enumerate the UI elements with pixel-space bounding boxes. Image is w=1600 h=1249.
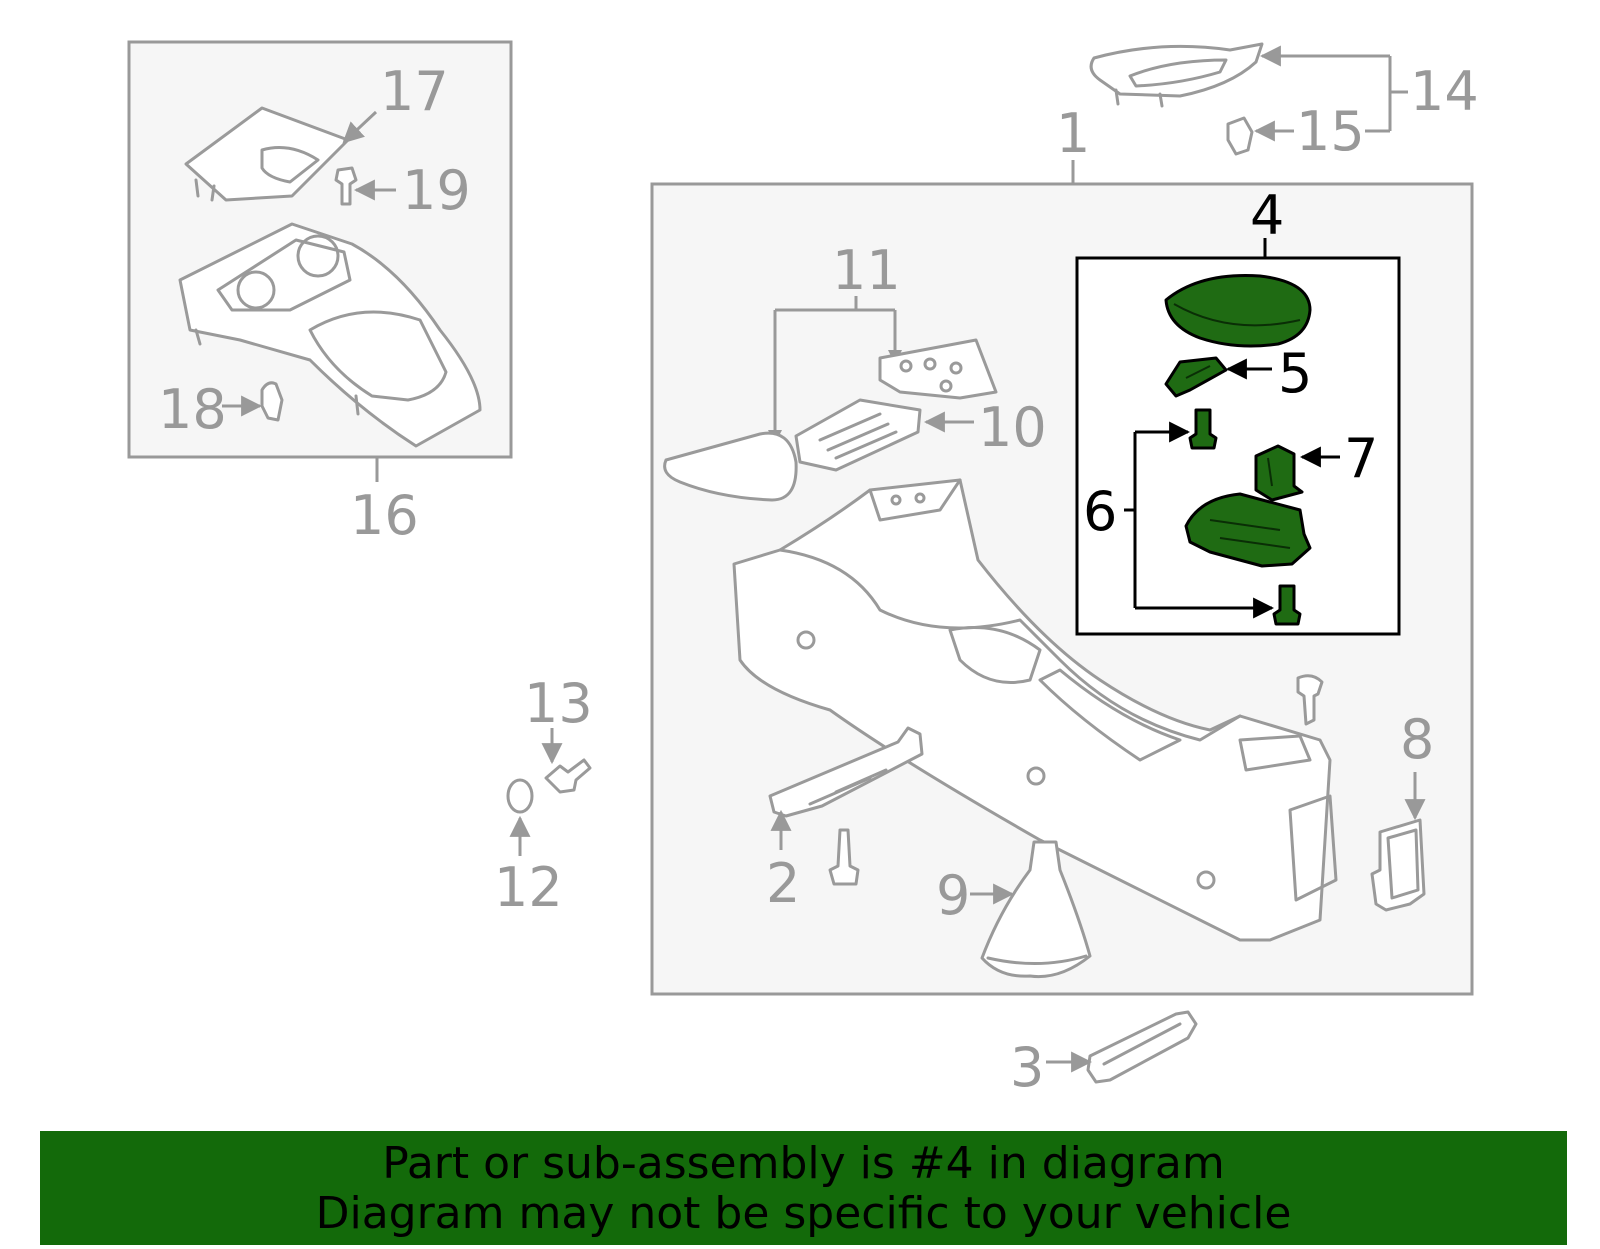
callout-15: 15	[1296, 100, 1365, 163]
notice-line-1: Part or sub-assembly is #4 in diagram	[382, 1138, 1225, 1189]
part-11-trim-upper	[878, 338, 998, 400]
part-10-trim	[794, 398, 922, 472]
part-1-console-body	[732, 478, 1338, 942]
callout-12: 12	[494, 856, 563, 919]
callout-17: 17	[380, 60, 449, 123]
callout-10: 10	[978, 396, 1047, 459]
part-6-screw-lower	[1272, 584, 1302, 626]
callout-5: 5	[1278, 342, 1312, 405]
leader-11	[773, 296, 897, 436]
callout-9: 9	[936, 864, 970, 927]
part-11-trim-lower	[663, 431, 798, 502]
part-8-panel	[1370, 818, 1426, 912]
callout-8: 8	[1400, 708, 1434, 771]
part-13-bulb	[544, 758, 592, 794]
part-7-hinge	[1254, 444, 1304, 502]
part-15-clip	[1226, 116, 1254, 156]
callout-2: 2	[766, 852, 800, 915]
part-4-armrest-lid	[1164, 274, 1312, 348]
callout-4: 4	[1250, 184, 1284, 247]
callout-16: 16	[350, 484, 419, 547]
part-12-ring	[506, 778, 534, 814]
part-14-trim	[1089, 42, 1264, 108]
leader-17	[342, 110, 378, 144]
notice-line-2: Diagram may not be specific to your vehi…	[315, 1188, 1292, 1239]
part-19-clip	[334, 166, 358, 206]
part-6-screw-upper	[1188, 408, 1218, 450]
part-17-lid	[184, 106, 350, 202]
part-18-clip	[260, 381, 284, 422]
part-9-shift-boot	[980, 840, 1092, 979]
callout-3: 3	[1010, 1036, 1044, 1099]
part-8-screw	[1296, 674, 1324, 726]
part-4-armrest-base	[1184, 492, 1312, 568]
callout-7: 7	[1344, 427, 1378, 490]
part-3-bracket	[1086, 1010, 1198, 1084]
callout-6: 6	[1083, 480, 1117, 543]
part-16-console-tray	[178, 222, 482, 448]
callout-1: 1	[1056, 102, 1090, 165]
callout-13: 13	[524, 672, 593, 735]
leader-6	[1124, 432, 1137, 608]
callout-11: 11	[832, 239, 901, 302]
callout-14: 14	[1410, 60, 1479, 123]
callout-19: 19	[402, 159, 471, 222]
callout-18: 18	[158, 378, 227, 441]
part-2-screw	[828, 828, 860, 886]
notice-banner: Part or sub-assembly is #4 in diagram Di…	[40, 1131, 1567, 1245]
